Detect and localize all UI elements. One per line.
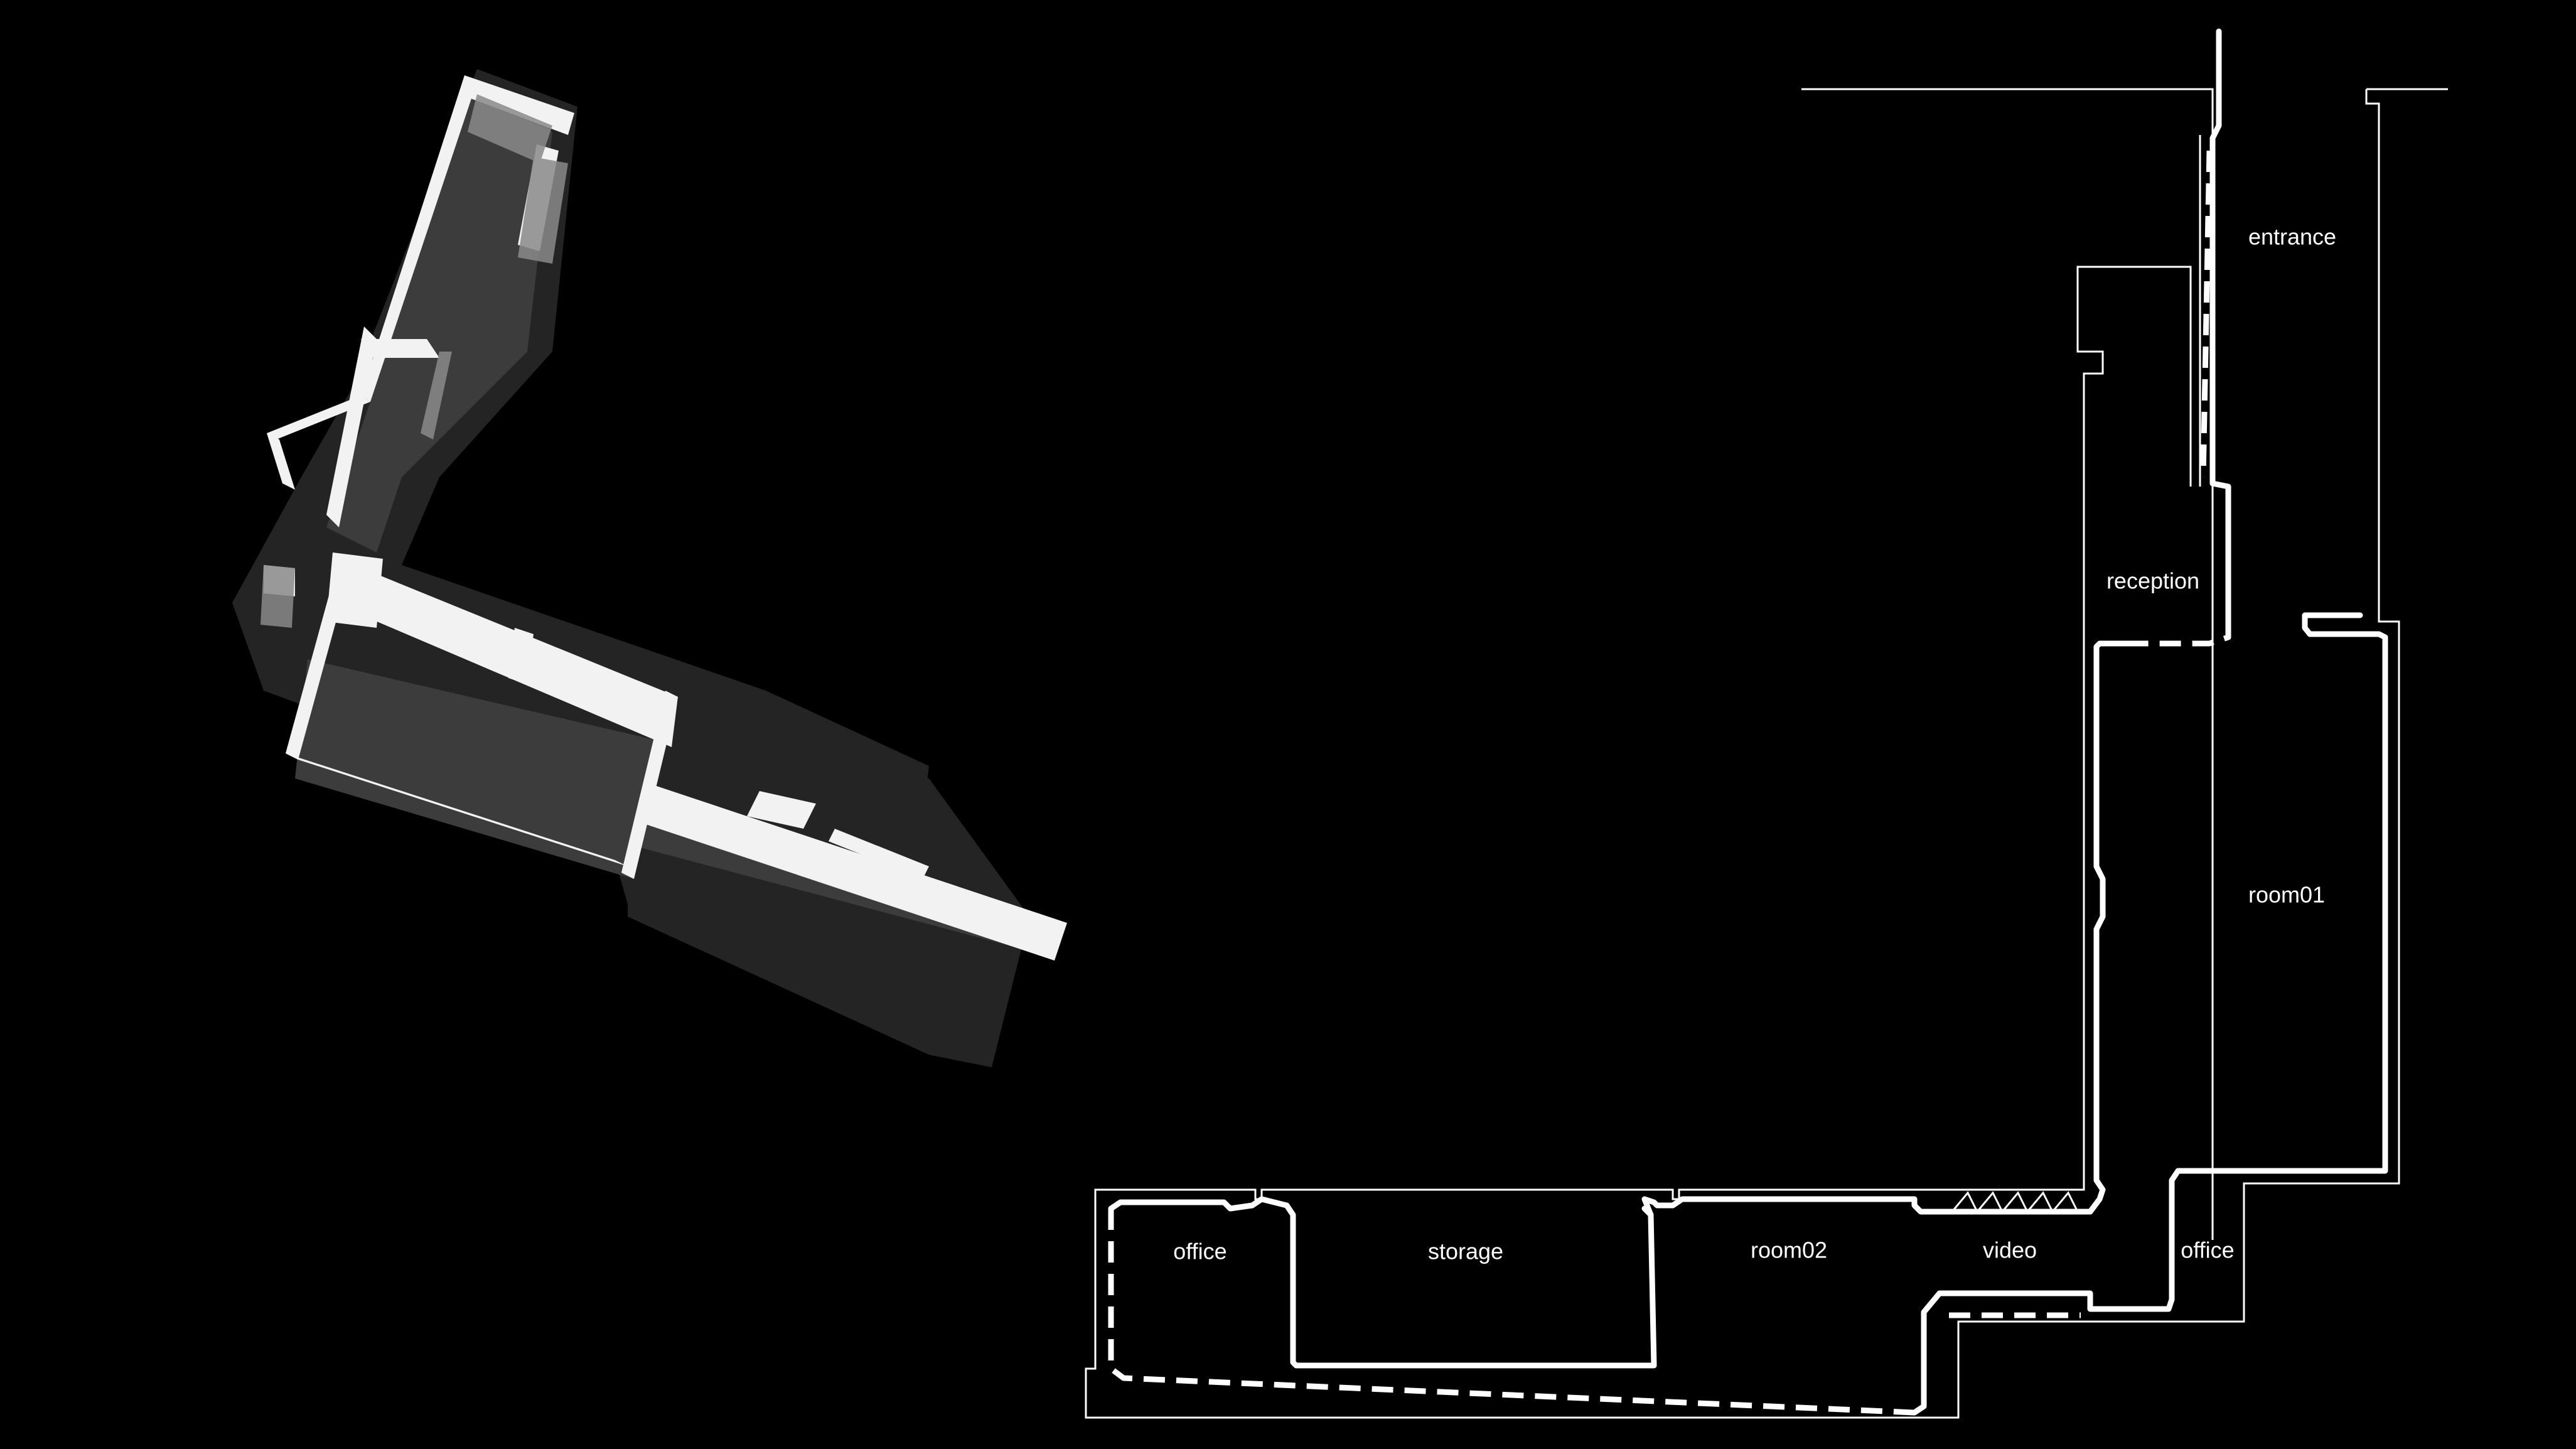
room-labels: entrance reception room01 office video r… xyxy=(1173,224,2336,1264)
room-label-entrance: entrance xyxy=(2248,224,2336,250)
room-label-storage: storage xyxy=(1428,1239,1503,1264)
room-label-video: video xyxy=(1983,1237,2037,1263)
outer-boundary xyxy=(1085,88,2448,1419)
room-label-room01: room01 xyxy=(2248,882,2325,908)
room-label-room02: room02 xyxy=(1751,1237,1827,1263)
room-label-office-left: office xyxy=(1173,1239,1226,1264)
model-walls-grey xyxy=(260,94,568,628)
room-label-reception: reception xyxy=(2106,568,2199,594)
room-label-office-right: office xyxy=(2181,1237,2234,1263)
interior-walls xyxy=(1108,28,2388,1416)
